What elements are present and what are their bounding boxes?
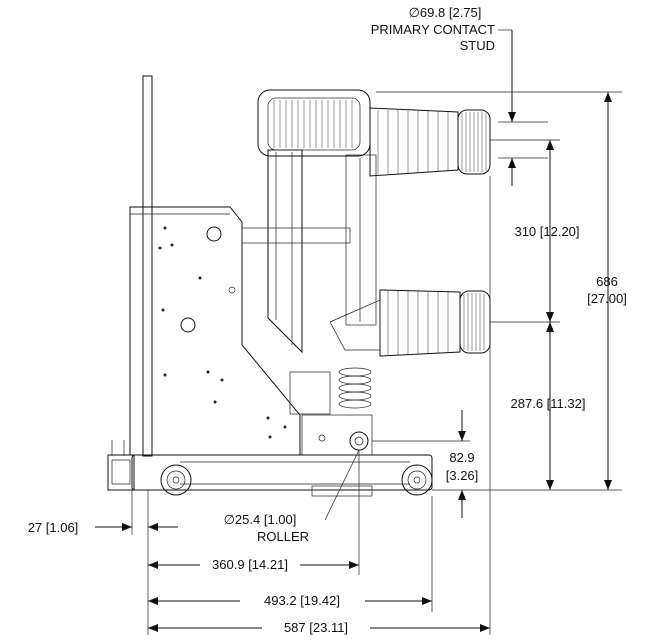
lower-terminal-block	[329, 299, 381, 351]
lower-stud-height-dimension: 287.6 [11.32]	[511, 396, 586, 411]
stud-diameter-label: ∅69.8 [2.75]	[409, 5, 482, 20]
stud-name-line2: STUD	[460, 38, 495, 53]
dimension-labels: ∅69.8 [2.75] PRIMARY CONTACT STUD 310 [1…	[28, 5, 627, 635]
overall-height-in: [27.00]	[587, 291, 627, 306]
lower-finger-cluster	[459, 290, 491, 354]
front-latch	[107, 454, 135, 491]
roller-diameter-dimension: ∅25.4 [1.00]	[224, 512, 297, 527]
roller-height-in: [3.26]	[446, 468, 479, 483]
pole-column	[267, 149, 303, 354]
mechanism-badge	[180, 317, 196, 333]
roller-height-mm: 82.9	[449, 450, 474, 465]
roller-label: ROLLER	[257, 529, 309, 544]
upper-finger-cluster	[457, 109, 491, 175]
breaker-body	[107, 75, 491, 497]
rear-offset-dimension: 27 [1.06]	[28, 520, 79, 535]
connecting-bar	[241, 227, 351, 244]
base-frame	[131, 454, 433, 491]
stud-name-line1: PRIMARY CONTACT	[371, 22, 495, 37]
linkage	[289, 371, 331, 415]
upper-contact-arm	[369, 107, 459, 177]
mechanism-knob	[206, 226, 222, 242]
overall-height-mm: 686	[596, 274, 618, 289]
dimension-lines	[95, 29, 622, 635]
mechanism-plate	[129, 206, 301, 456]
front-wheel	[160, 464, 192, 496]
top-housing	[257, 89, 371, 157]
pole-insulator	[345, 154, 377, 326]
depth-overall-dimension: 587 [23.11]	[284, 620, 348, 635]
depth-roller-dimension: 360.9 [14.21]	[212, 557, 288, 572]
roller-wheel	[349, 431, 369, 451]
spring-assembly	[338, 367, 372, 409]
roller-bracket	[301, 414, 373, 456]
depth-wheel-dimension: 493.2 [19.42]	[264, 593, 340, 608]
rear-rail	[142, 75, 153, 457]
stud-spacing-dimension: 310 [12.20]	[514, 224, 579, 239]
rear-wheel	[401, 464, 433, 496]
